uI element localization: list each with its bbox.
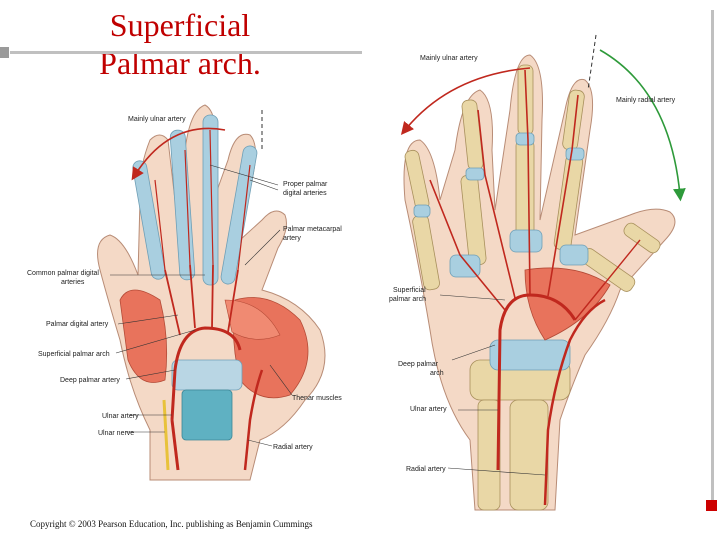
label-right-ulnar-artery: Ulnar artery bbox=[410, 406, 447, 413]
label-right-superficial-1: Superficial bbox=[393, 287, 426, 294]
label-left-radial-artery: Radial artery bbox=[273, 444, 313, 451]
label-proper-digital-2: digital arteries bbox=[283, 190, 327, 197]
label-left-deep-arch: Deep palmar artery bbox=[60, 377, 120, 384]
title-underline bbox=[10, 51, 362, 54]
label-thenar-muscles: Thenar muscles bbox=[292, 395, 342, 402]
right-accent-tab bbox=[706, 500, 717, 511]
right-labels: Mainly ulnar artery Mainly radial artery… bbox=[389, 55, 676, 473]
left-leader-lines bbox=[110, 164, 293, 447]
left-hand-illustration bbox=[97, 104, 326, 481]
label-right-superficial-2: palmar arch bbox=[389, 296, 426, 303]
label-common-digital-2: arteries bbox=[61, 279, 85, 286]
label-palmar-digital: Palmar digital artery bbox=[46, 321, 109, 328]
label-right-mainly-radial: Mainly radial artery bbox=[616, 97, 676, 104]
copyright-notice: Copyright © 2003 Pearson Education, Inc.… bbox=[30, 519, 313, 529]
label-proper-digital-1: Proper palmar bbox=[283, 181, 328, 188]
left-common-digital-arteries bbox=[164, 264, 239, 336]
label-left-ulnar-artery: Ulnar artery bbox=[102, 413, 139, 420]
right-midline-dashed bbox=[587, 34, 597, 91]
right-radial-artery-vessel bbox=[543, 298, 606, 506]
left-ulnar-territory-arrow bbox=[131, 127, 226, 181]
left-radial-artery-vessel bbox=[243, 369, 264, 471]
right-leader-lines bbox=[439, 294, 546, 476]
left-proper-digital-arteries bbox=[154, 129, 251, 271]
left-tendon-little bbox=[132, 160, 166, 280]
left-ulnar-artery-vessel bbox=[170, 419, 180, 471]
left-tendon-middle bbox=[202, 114, 219, 286]
label-palmar-metacarpal-2: artery bbox=[283, 235, 301, 242]
right-joint-capsules bbox=[413, 132, 589, 371]
label-right-deep-1: Deep palmar bbox=[398, 361, 439, 368]
left-carpal-tendons bbox=[171, 359, 243, 391]
label-left-superficial-arch: Superficial palmar arch bbox=[38, 351, 110, 358]
right-ulnar-territory-arrow bbox=[400, 67, 531, 135]
label-right-radial-artery: Radial artery bbox=[406, 466, 446, 473]
left-wrist-tendons bbox=[181, 389, 233, 441]
label-right-deep-2: arch bbox=[430, 370, 444, 377]
left-ulnar-nerve bbox=[162, 399, 170, 471]
label-left-ulnar-nerve: Ulnar nerve bbox=[98, 430, 134, 437]
label-common-digital-1: Common palmar digital bbox=[27, 270, 99, 277]
label-palmar-metacarpal-1: Palmar metacarpal bbox=[283, 226, 342, 233]
left-hypothenar-muscle bbox=[119, 289, 168, 383]
label-right-mainly-ulnar: Mainly ulnar artery bbox=[420, 55, 478, 62]
right-border-rule bbox=[711, 10, 714, 508]
right-radial-territory-arrow bbox=[599, 49, 686, 202]
left-superficial-arch bbox=[170, 326, 242, 421]
right-hand-bones bbox=[404, 64, 661, 511]
right-arteries bbox=[429, 69, 641, 506]
left-labels: Mainly ulnar artery Proper palmar digita… bbox=[27, 116, 342, 451]
label-left-mainly-ulnar: Mainly ulnar artery bbox=[128, 116, 186, 123]
title-line-1: Superficial bbox=[109, 7, 251, 43]
right-hand-illustration bbox=[400, 34, 686, 511]
title-accent-tab bbox=[0, 47, 9, 58]
left-adductor-muscle bbox=[224, 299, 281, 340]
